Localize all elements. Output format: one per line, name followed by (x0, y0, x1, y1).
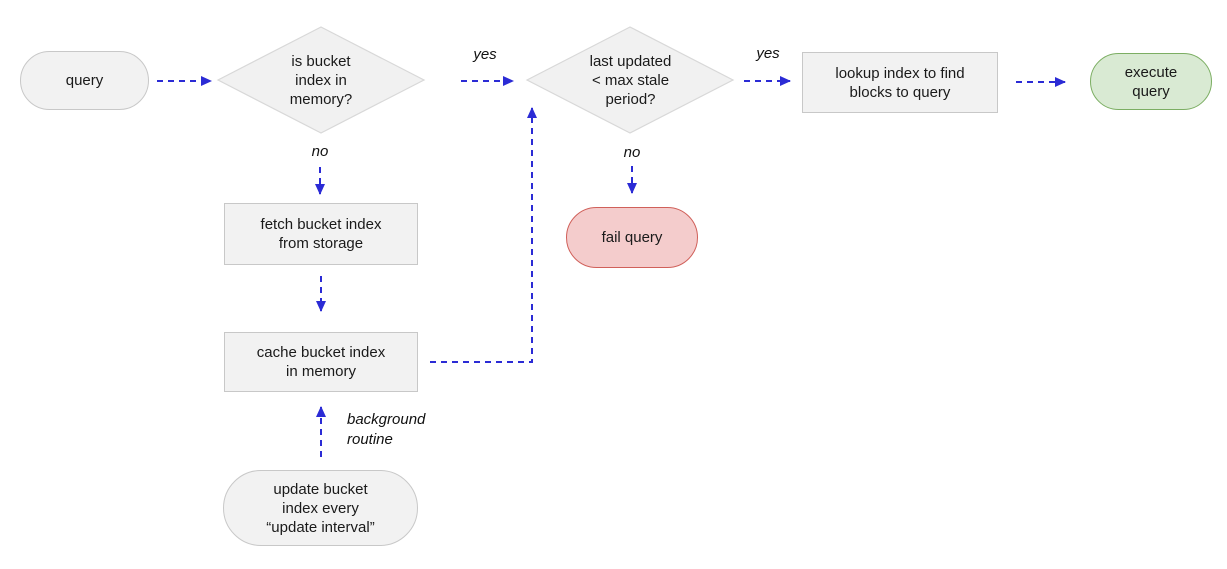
node-stale-check-label: last updated < max stale period? (589, 52, 672, 108)
edge-label-yes-memory: yes (473, 46, 497, 63)
edge-label-no-memory: no (311, 143, 329, 160)
node-query: query (20, 51, 149, 110)
edge-label-background-routine: background routine (347, 411, 426, 448)
decision-stale-check-shape (525, 26, 735, 134)
edge-label-no-stale: no (623, 144, 641, 161)
node-fetch-bucket-index: fetch bucket index from storage (224, 203, 418, 265)
node-fail-query: fail query (566, 207, 698, 268)
node-memory-check-label: is bucket index in memory? (289, 52, 353, 108)
node-execute-query: execute query (1090, 53, 1212, 110)
node-query-label: query (65, 72, 104, 89)
arrow-cache-to-stale-check (430, 107, 537, 363)
node-lookup-index: lookup index to find blocks to query (802, 52, 998, 113)
edge-label-yes-stale: yes (756, 45, 780, 62)
decision-memory-check-shape (216, 26, 426, 134)
node-update-bucket-index: update bucket index every “update interv… (223, 470, 418, 546)
node-cache-bucket-index: cache bucket index in memory (224, 332, 418, 392)
